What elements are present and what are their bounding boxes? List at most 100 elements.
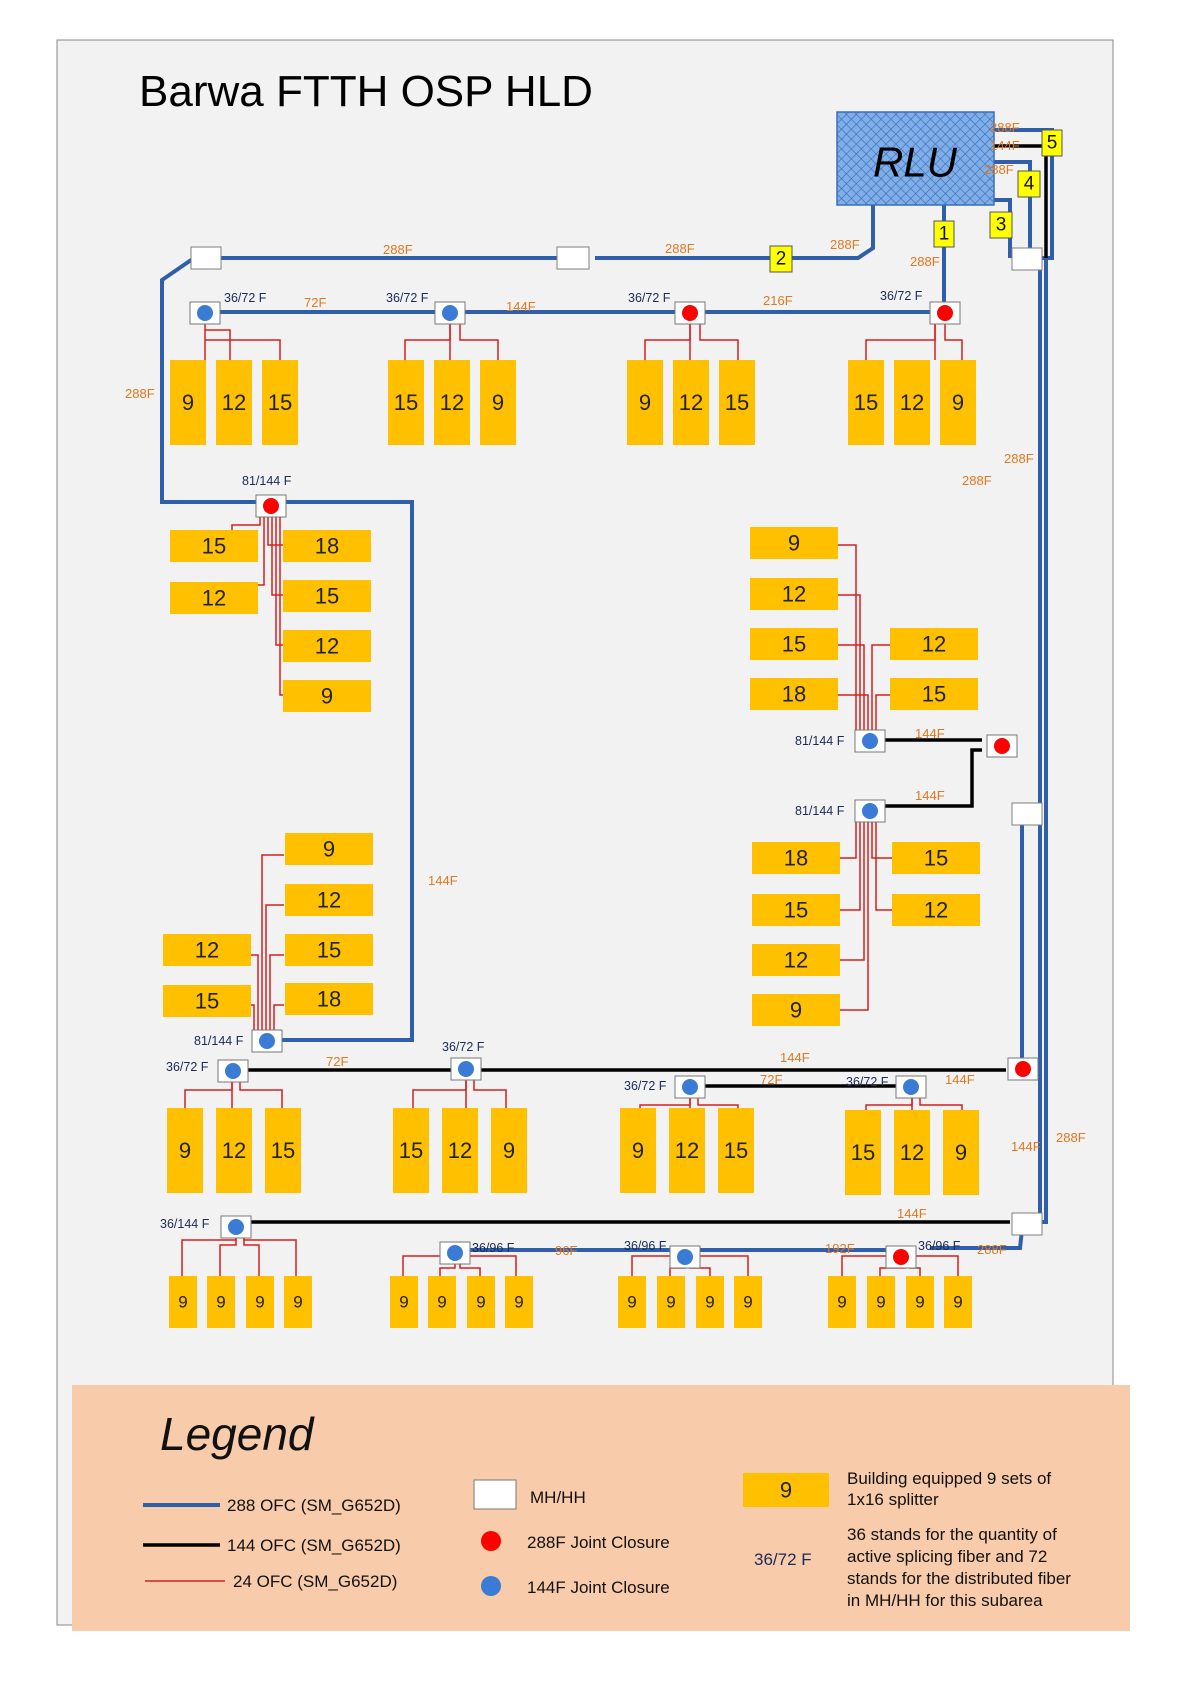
building-splitter-count: 12: [222, 1138, 246, 1163]
svg-text:72F: 72F: [760, 1072, 782, 1087]
mh-hh-boxes: [190, 246, 1043, 1236]
building: [627, 360, 663, 445]
building-splitter-count: 9: [952, 390, 964, 415]
svg-text:288F: 288F: [1004, 451, 1034, 466]
joint-144-icon: [225, 1063, 241, 1079]
building: [669, 1108, 705, 1193]
legend-sample-label: 36/72 F: [754, 1550, 812, 1569]
building: [750, 628, 838, 660]
route-tag: 2: [776, 249, 787, 270]
legend-building-desc: Building equipped 9 sets of: [847, 1469, 1051, 1488]
building-splitter-count: 15: [394, 390, 418, 415]
svg-text:216F: 216F: [763, 293, 793, 308]
building-splitter-count: 12: [315, 634, 339, 659]
building-splitter-count: 12: [784, 948, 808, 973]
legend-mh-swatch: [473, 1479, 517, 1510]
svg-text:72F: 72F: [304, 295, 326, 310]
route-tags: 1 2 3 4 5: [769, 129, 1063, 273]
joint-288-icon: [682, 305, 698, 321]
building-splitter-count: 12: [900, 390, 924, 415]
building: [892, 894, 980, 926]
building-splitter-count: 12: [900, 1140, 924, 1165]
building-splitter-count: 15: [851, 1140, 875, 1165]
building: [388, 360, 424, 445]
svg-text:36/144 F: 36/144 F: [160, 1217, 210, 1231]
building-splitter-count: 9: [837, 1293, 846, 1312]
building: [894, 360, 930, 445]
building: [434, 360, 470, 445]
legend-cable-24: 24 OFC (SM_G652D): [233, 1572, 397, 1591]
building: [442, 1108, 478, 1193]
legend-joint-144: 144F Joint Closure: [527, 1578, 670, 1597]
building: [828, 1276, 856, 1328]
legend: Legend 288 OFC (SM_G652D) 144 OFC (SM_G6…: [72, 1385, 1130, 1631]
page-title: Barwa FTTH OSP HLD: [139, 67, 593, 116]
building: [283, 680, 371, 712]
building-splitter-count: 18: [784, 846, 808, 871]
svg-text:288F: 288F: [125, 386, 155, 401]
joint-288-icon: [263, 498, 279, 514]
building: [718, 1108, 754, 1193]
svg-text:288F: 288F: [977, 1242, 1007, 1257]
building-splitter-count: 12: [675, 1138, 699, 1163]
building: [265, 1108, 301, 1193]
building-splitter-count: 9: [492, 390, 504, 415]
building: [170, 582, 258, 614]
building: [491, 1108, 527, 1193]
joint-288-icon: [994, 738, 1010, 754]
building-splitter-count: 15: [922, 682, 946, 707]
joint-288-icon: [937, 305, 953, 321]
building: [752, 894, 840, 926]
legend-cable-288: 288 OFC (SM_G652D): [227, 1496, 401, 1515]
joint-144-icon: [228, 1219, 244, 1235]
building: [393, 1108, 429, 1193]
building: [283, 630, 371, 662]
building-splitter-count: 9: [743, 1293, 752, 1312]
building: [944, 1276, 972, 1328]
joint-closures: [189, 301, 1039, 1269]
building-splitter-count: 15: [317, 938, 341, 963]
building-splitter-count: 9: [182, 390, 194, 415]
building-splitter-count: 12: [448, 1138, 472, 1163]
svg-text:144F: 144F: [780, 1050, 810, 1065]
building-splitter-count: 12: [924, 898, 948, 923]
svg-text:36/72 F: 36/72 F: [386, 291, 429, 305]
building: [940, 360, 976, 445]
building-splitter-count: 9: [915, 1293, 924, 1312]
building: [285, 884, 373, 916]
building-splitter-count: 12: [782, 582, 806, 607]
building: [750, 578, 838, 610]
svg-text:81/144 F: 81/144 F: [194, 1034, 244, 1048]
building-splitter-count: 15: [924, 846, 948, 871]
joint-144-icon: [259, 1033, 275, 1049]
svg-text:288F: 288F: [665, 241, 695, 256]
building-splitter-count: 9: [179, 1138, 191, 1163]
svg-text:144F: 144F: [506, 299, 536, 314]
building: [216, 1108, 252, 1193]
building: [207, 1276, 235, 1328]
route-tag: 1: [939, 224, 950, 245]
building: [480, 360, 516, 445]
building: [284, 1276, 312, 1328]
building: [170, 530, 258, 562]
building-splitter-count: 15: [271, 1138, 295, 1163]
building: [467, 1276, 495, 1328]
building-splitter-count: 9: [178, 1293, 187, 1312]
svg-text:144F: 144F: [945, 1072, 975, 1087]
feeder-label: 144F: [990, 138, 1020, 153]
rlu-feeder-labels: 288F 144F 288F: [984, 120, 1020, 177]
building: [673, 360, 709, 445]
building-splitter-count: 9: [293, 1293, 302, 1312]
legend-sample-desc: in MH/HH for this subarea: [847, 1591, 1043, 1610]
building-splitter-count: 9: [476, 1293, 485, 1312]
svg-text:144F: 144F: [428, 873, 458, 888]
building-splitter-count: 9: [666, 1293, 675, 1312]
building: [163, 985, 251, 1017]
svg-text:36/72 F: 36/72 F: [624, 1079, 667, 1093]
building-splitter-count: 9: [639, 390, 651, 415]
svg-text:81/144 F: 81/144 F: [242, 474, 292, 488]
building: [285, 983, 373, 1015]
building: [285, 934, 373, 966]
cable-labels: 288F 288F 288F 288F 288F 72F 144F 216F 2…: [125, 237, 1086, 1258]
